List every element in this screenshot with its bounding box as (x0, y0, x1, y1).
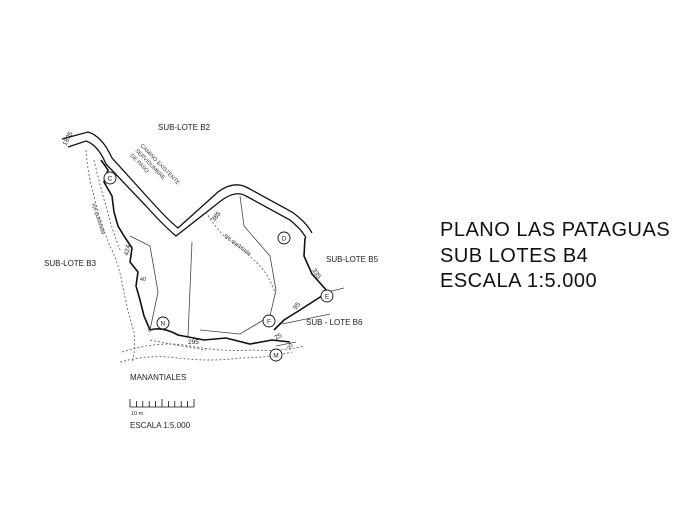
road-edge-outer (61, 131, 313, 234)
b6-boundary (273, 291, 329, 331)
west-quebrada-2 (93, 159, 121, 251)
label-20: 20 (287, 343, 295, 351)
label-335: 335 (310, 267, 322, 280)
vertex-m: M (273, 353, 278, 360)
title-line-1: PLANO LAS PATAGUAS (440, 219, 671, 241)
label-sub-lote-b6: SUB - LOTE B6 (306, 318, 363, 327)
east-boundary (303, 237, 329, 293)
vertex-c-marker (103, 171, 117, 185)
vertex-f: F (267, 319, 271, 326)
vertex-f-marker (262, 314, 276, 328)
vertex-n: N (161, 321, 166, 328)
b6-line (281, 313, 331, 325)
center-quebrada (205, 211, 277, 297)
vertex-d-marker (277, 231, 291, 245)
title-line-3: ESCALA 1:5.000 (440, 270, 598, 292)
label-295: 295 (188, 339, 199, 346)
label-sub-lote-b2: SUB-LOTE B2 (158, 123, 211, 132)
title-line-2: SUB LOTES B4 (440, 245, 589, 267)
road-edge-inner (67, 140, 307, 239)
south-contour-3 (149, 339, 207, 351)
west-boundary (100, 159, 151, 331)
label-40: 40 (140, 277, 146, 283)
scale-unit: 10 m. (131, 411, 145, 417)
label-quebrada-west: eje quebrada (90, 203, 106, 236)
quebradas (85, 149, 305, 363)
vertex-d: D (282, 236, 287, 243)
label-424: 424 (123, 244, 132, 256)
internal-line-west (129, 235, 159, 331)
lot-boundary (100, 159, 329, 345)
label-sub-lote-b5: SUB-LOTE B5 (326, 255, 379, 264)
label-0: 0 (148, 328, 151, 334)
south-boundary (149, 328, 291, 345)
vertex-n-marker (156, 316, 170, 330)
road-outline (61, 131, 313, 239)
south-contour-2 (119, 351, 293, 363)
label-manantiales: MANANTIALES (130, 373, 186, 382)
vertex-c: C (108, 176, 113, 183)
scale-caption: ESCALA 1:5.000 (130, 421, 191, 430)
label-quebrada-center: eje quebrada (223, 233, 253, 258)
vertex-m-marker (269, 348, 283, 362)
internal-line-east (199, 195, 277, 335)
label-95: 95 (292, 301, 302, 311)
vertex-e-marker (320, 289, 334, 303)
label-sub-lote-b3: SUB-LOTE B3 (44, 259, 97, 268)
vertex-letters: C D E F N M (108, 176, 330, 360)
m-line (275, 341, 297, 347)
west-quebrada (85, 149, 136, 363)
road-annotation: CAMINO EXISTENTE SERVIDUMBRE DE PASO (128, 143, 180, 186)
vertex-e: E (325, 294, 330, 301)
label-385: 385 (210, 210, 223, 223)
label-25: 25 (274, 332, 284, 342)
internal-lines (129, 195, 345, 347)
scale-bar (129, 399, 195, 408)
label-1895: 1895 (62, 131, 75, 147)
internal-line-center (187, 241, 193, 337)
vertex-markers (103, 171, 334, 362)
